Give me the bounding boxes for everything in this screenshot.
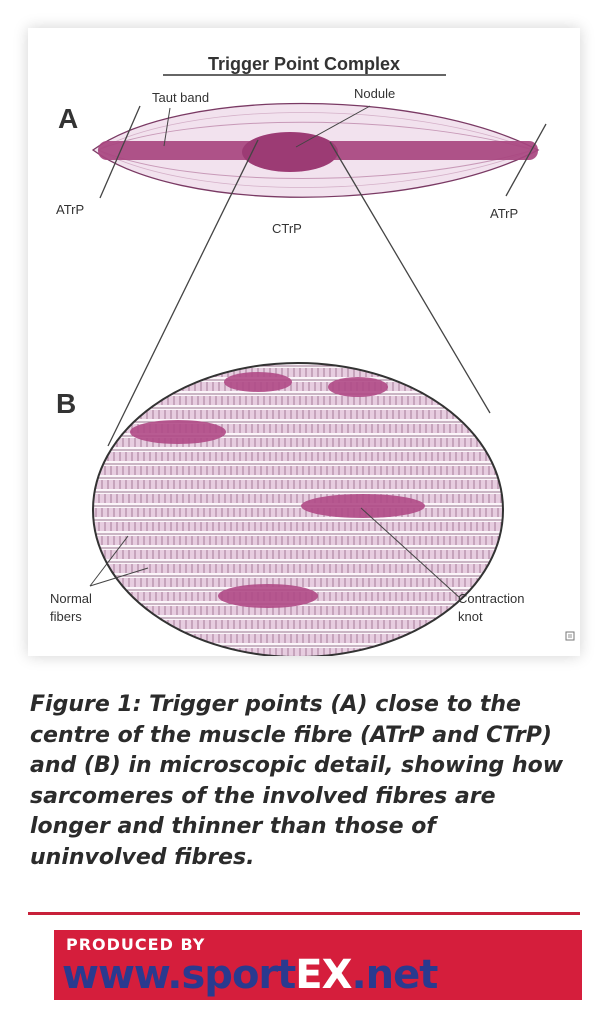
label-normal-fibers-line2: fibers (50, 609, 82, 624)
fiber-band (93, 578, 503, 587)
atrp-left-marker (99, 105, 141, 199)
contraction-knot (218, 584, 318, 608)
label-normal-fibers-line1: Normal (50, 591, 92, 606)
fiber-band (93, 396, 503, 405)
leader-nodule (295, 105, 371, 148)
fiber-band (93, 438, 503, 447)
nodule (242, 132, 338, 172)
fiber-band (93, 634, 503, 643)
fiber-band (93, 480, 503, 489)
fiber-band (93, 508, 503, 517)
fiber-band (93, 648, 503, 656)
fiber-band (93, 452, 503, 461)
zoom-line-left (107, 139, 259, 447)
fiber-band (93, 494, 503, 503)
fiber-band (93, 410, 503, 419)
label-contraction-knot-line2: knot (458, 609, 483, 624)
fiber-band (93, 550, 503, 559)
sportex-banner[interactable]: PRODUCED BY www.sportEX.net (54, 930, 582, 1000)
contraction-knot (130, 420, 226, 444)
fiber-band (93, 382, 503, 391)
contraction-knot (301, 494, 425, 518)
fiber-band (93, 536, 503, 545)
trigger-point-diagram: Trigger Point Complex A B Taut band Nodu… (50, 54, 575, 656)
url-suffix: .net (351, 952, 438, 998)
label-atrp-right: ATrP (490, 206, 518, 221)
label-atrp-left: ATrP (56, 202, 84, 217)
leader-contraction-knot (360, 507, 461, 599)
diagram-title: Trigger Point Complex (208, 54, 400, 74)
figure-caption: Figure 1: Trigger points (A) close to th… (30, 692, 564, 870)
atrp-right-marker (505, 123, 547, 197)
fiber-band (93, 606, 503, 615)
figure-panel: Trigger Point Complex A B Taut band Nodu… (28, 28, 580, 656)
contraction-knot (328, 377, 388, 397)
fiber-band (93, 620, 503, 629)
panel-b-letter: B (56, 388, 76, 419)
url-prefix: www.sport (62, 952, 296, 998)
zoom-line-right (329, 141, 491, 414)
caption-divider (28, 912, 580, 915)
fiber-band (93, 564, 503, 573)
label-taut-band: Taut band (152, 90, 209, 105)
leader-taut-band (163, 107, 171, 147)
panel-a-letter: A (58, 103, 78, 134)
fiber-band (93, 368, 503, 377)
contraction-knot (224, 372, 292, 392)
fiber-band (93, 466, 503, 475)
fiber-band (93, 424, 503, 433)
url-brand: EX (295, 952, 352, 998)
label-ctrp: CTrP (272, 221, 302, 236)
micro-view-outline (92, 362, 504, 656)
banner-produced-by: PRODUCED BY (66, 935, 206, 954)
leader-normal-fibers-1 (89, 535, 129, 587)
corner-mark-icon (565, 631, 575, 641)
label-contraction-knot-line1: Contraction (458, 591, 524, 606)
fiber-band (93, 522, 503, 531)
banner-url[interactable]: www.sportEX.net (62, 952, 438, 998)
leader-normal-fibers-2 (89, 567, 149, 587)
label-nodule: Nodule (354, 86, 395, 101)
